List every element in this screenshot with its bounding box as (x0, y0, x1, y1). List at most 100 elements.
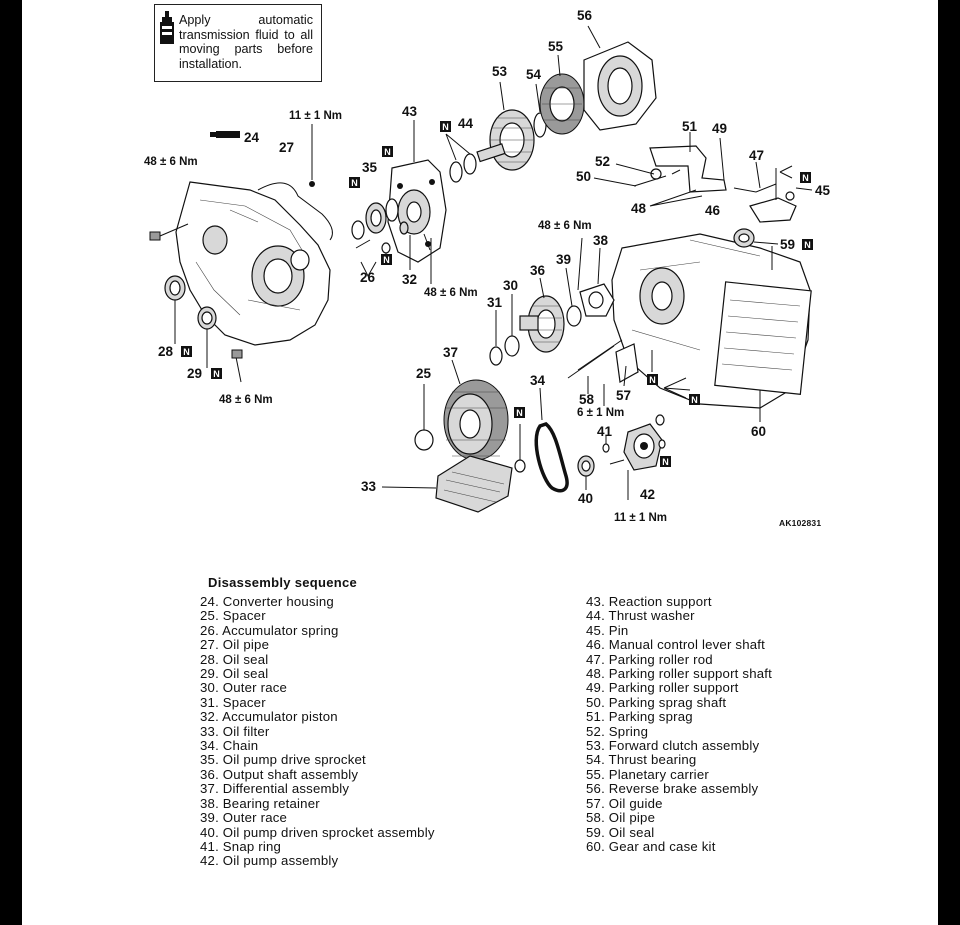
list-item: 26. Accumulator spring (200, 622, 339, 638)
list-item: 60. Gear and case kit (586, 838, 716, 854)
list-item: 48. Parking roller support shaft (586, 666, 772, 682)
snap-ring (602, 443, 610, 453)
planetary-carrier (539, 73, 585, 135)
callout-40: 40 (578, 491, 593, 506)
callout-49: 49 (712, 121, 727, 136)
new-part-badge: N (181, 346, 192, 357)
list-item: 36. Output shaft assembly (200, 766, 359, 782)
list-item: 28. Oil seal (200, 651, 269, 667)
callout-34: 34 (530, 373, 546, 388)
list-item: 43. Reaction support (586, 594, 712, 609)
exploded-view-diagram: N N N N N N N N N N N N 24 25 26 27 28 2… (144, 8, 831, 524)
svg-text:N: N (183, 347, 190, 357)
svg-text:N: N (383, 255, 390, 265)
list-item: 51. Parking sprag (586, 709, 693, 725)
callout-60: 60 (751, 424, 766, 439)
drawing-code: AK102831 (779, 518, 822, 528)
callout-48: 48 (631, 201, 647, 216)
torque-label: 11 ± 1 Nm (289, 110, 342, 122)
torque-label: 6 ± 1 Nm (577, 407, 624, 419)
list-item: 33. Oil filter (200, 723, 270, 739)
list-item: 57. Oil guide (586, 795, 663, 811)
list-item: 35. Oil pump drive sprocket (200, 752, 366, 768)
callout-45: 45 (815, 183, 831, 198)
sequence-list-right: 43. Reaction support 44. Thrust washer 4… (586, 594, 772, 854)
oil-filter (435, 455, 513, 513)
callout-55: 55 (548, 39, 564, 54)
callout-47: 47 (749, 148, 764, 163)
list-item: 52. Spring (586, 723, 649, 739)
callout-56: 56 (577, 8, 593, 23)
torque-label: 48 ± 6 Nm (538, 220, 592, 232)
callout-28: 28 (158, 344, 174, 359)
callout-44: 44 (458, 116, 474, 131)
new-part-badge: N (382, 146, 393, 157)
list-item: 54. Thrust bearing (586, 752, 697, 768)
callout-24: 24 (244, 130, 260, 145)
callout-46: 46 (705, 203, 721, 218)
new-part-badge: N (440, 121, 451, 132)
list-item: 40. Oil pump driven sprocket assembly (200, 824, 435, 840)
sequence-title: Disassembly sequence (208, 575, 358, 590)
list-item: 30. Outer race (200, 680, 288, 696)
oil-pipe-58 (567, 345, 615, 379)
svg-text:N: N (691, 395, 698, 405)
list-item: 38. Bearing retainer (200, 795, 320, 811)
fluid-bottle-icon (160, 11, 174, 44)
callout-27: 27 (279, 140, 294, 155)
list-item: 45. Pin (586, 622, 629, 638)
callout-42: 42 (640, 487, 655, 502)
parking-mechanism (633, 145, 813, 223)
list-item: 42. Oil pump assembly (200, 853, 339, 869)
callout-58: 58 (579, 392, 595, 407)
differential-assembly (443, 379, 509, 461)
new-part-badge: N (802, 239, 813, 250)
new-part-badge: N (660, 456, 671, 467)
callout-41: 41 (597, 424, 613, 439)
callout-30: 30 (503, 278, 518, 293)
transmission-case (611, 233, 812, 409)
list-item: 25. Spacer (200, 608, 266, 624)
list-item: 39. Outer race (200, 810, 288, 826)
callout-37: 37 (443, 345, 458, 360)
chain (534, 422, 569, 493)
callout-25: 25 (416, 366, 432, 381)
list-item: 37. Differential assembly (200, 781, 350, 797)
atf-note-text: Apply automatic transmission fluid to al… (179, 13, 313, 71)
new-part-badge: N (689, 394, 700, 405)
callout-36: 36 (530, 263, 546, 278)
callout-29: 29 (187, 366, 202, 381)
list-item: 41. Snap ring (200, 838, 282, 854)
torque-label: 48 ± 6 Nm (424, 287, 478, 299)
list-item: 55. Planetary carrier (586, 766, 709, 782)
callout-43: 43 (402, 104, 418, 119)
list-item: 50. Parking sprag shaft (586, 694, 727, 710)
svg-text:N: N (442, 122, 449, 132)
list-item: 31. Spacer (200, 694, 266, 710)
forward-clutch-assembly (476, 109, 535, 171)
spacer-25 (414, 429, 434, 451)
new-part-badge: N (514, 407, 525, 418)
bolt-24-shape (210, 131, 240, 138)
atf-note-box: Apply automatic transmission fluid to al… (154, 4, 322, 82)
callout-35: 35 (362, 160, 378, 175)
callout-57: 57 (616, 388, 631, 403)
new-part-badge: N (211, 368, 222, 379)
svg-text:N: N (213, 369, 220, 379)
manual-page: Apply automatic transmission fluid to al… (22, 0, 938, 925)
new-part-badge: N (349, 177, 360, 188)
callout-52: 52 (595, 154, 610, 169)
callout-38: 38 (593, 233, 609, 248)
oil-pump-assembly (623, 423, 663, 471)
list-item: 49. Parking roller support (586, 680, 739, 696)
svg-text:N: N (802, 173, 809, 183)
reaction-support (387, 159, 447, 263)
list-item: 56. Reverse brake assembly (586, 781, 759, 797)
svg-text:N: N (649, 375, 656, 385)
new-part-badge: N (381, 254, 392, 265)
list-item: 29. Oil seal (200, 666, 269, 682)
svg-text:N: N (384, 147, 391, 157)
list-item: 27. Oil pipe (200, 637, 270, 653)
converter-housing (175, 181, 331, 346)
list-item: 32. Accumulator piston (200, 709, 338, 725)
